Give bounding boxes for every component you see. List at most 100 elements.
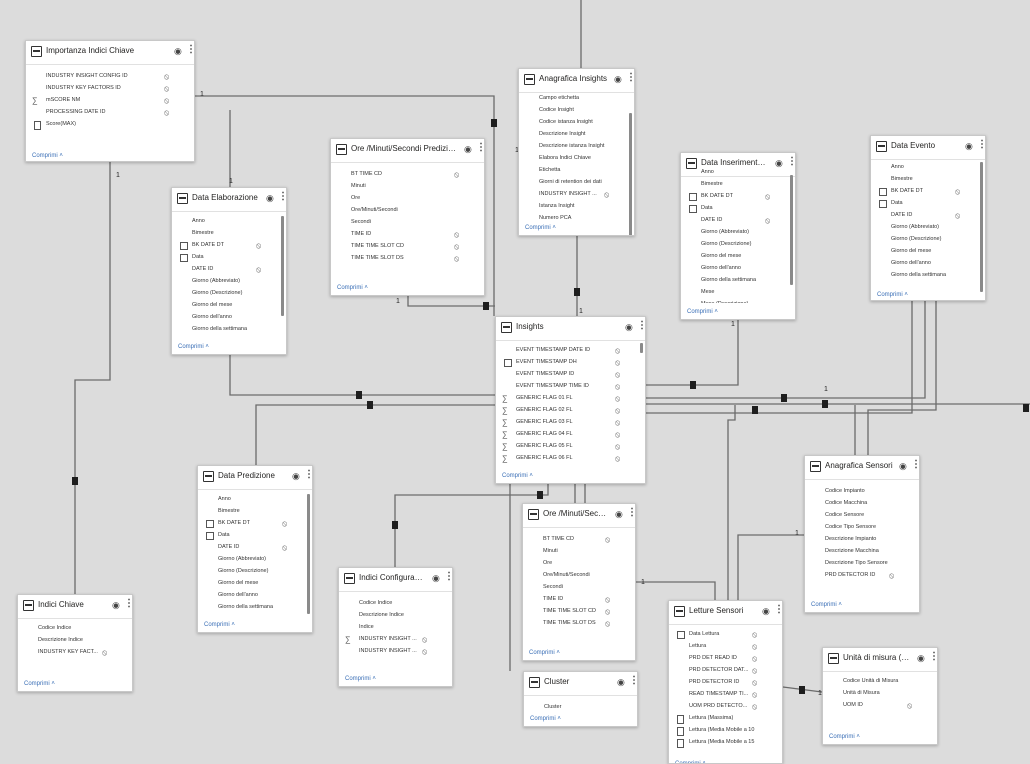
field-row[interactable]: EVENT TIMESTAMP DATE ID⦸ — [496, 345, 638, 357]
field-row[interactable]: ∑mSCORE NM⦸ — [26, 95, 187, 107]
card-header[interactable]: Indici Configurazione...◉⋮ — [339, 568, 452, 592]
field-row[interactable]: ∑GENERIC FLAG 02 FL⦸ — [496, 405, 638, 417]
scrollbar[interactable] — [629, 113, 632, 235]
field-row[interactable]: ∑GENERIC FLAG 05 FL⦸ — [496, 441, 638, 453]
field-row[interactable]: Anno — [172, 216, 279, 228]
eye-hidden-icon[interactable]: ⦸ — [282, 519, 288, 528]
field-row[interactable]: DATE ID⦸ — [681, 215, 788, 227]
eye-hidden-icon[interactable]: ⦸ — [164, 96, 170, 105]
field-row[interactable]: PRD DET READ ID⦸ — [669, 653, 775, 665]
relationship-line[interactable] — [646, 301, 926, 399]
more-options-icon[interactable]: ⋮ — [627, 507, 636, 518]
eye-hidden-icon[interactable]: ⦸ — [752, 678, 758, 687]
collapse-link[interactable]: Comprimi ˄ — [829, 734, 860, 740]
table-card-ore-minuti-secondi-predizione[interactable]: Ore /Minuti/Secondi Predizione◉⋮BT TIME … — [330, 138, 485, 296]
field-row[interactable]: EVENT TIMESTAMP DH⦸ — [496, 357, 638, 369]
field-row[interactable]: PRD DETECTOR DAT...⦸ — [669, 665, 775, 677]
table-card-ore-minuti-secondi[interactable]: Ore /Minuti/Secondi ...◉⋮BT TIME CD⦸Minu… — [522, 503, 636, 661]
eye-icon[interactable]: ◉ — [432, 573, 440, 583]
card-header[interactable]: Importanza Indici Chiave◉⋮ — [26, 41, 194, 65]
field-row[interactable]: Lettura⦸ — [669, 641, 775, 653]
field-row[interactable]: ∑GENERIC FLAG 04 FL⦸ — [496, 429, 638, 441]
field-row[interactable]: Secondi — [523, 582, 628, 594]
field-row[interactable]: Codice Indice — [339, 598, 445, 610]
eye-hidden-icon[interactable]: ⦸ — [955, 211, 961, 220]
field-row[interactable]: Codice Tipo Sensore — [805, 522, 912, 534]
field-row[interactable]: ∑GENERIC FLAG 07 FL⦸ — [496, 465, 638, 467]
scrollbar[interactable] — [281, 216, 284, 316]
collapse-link[interactable]: Comprimi ˄ — [345, 676, 376, 682]
relationship-line[interactable] — [394, 484, 549, 567]
card-header[interactable]: Data Inserimento Eve...◉⋮ — [681, 153, 795, 177]
field-row[interactable]: Giorno (Descrizione) — [871, 234, 978, 246]
field-row[interactable]: Minuti — [331, 181, 477, 193]
eye-hidden-icon[interactable]: ⦸ — [752, 666, 758, 675]
eye-hidden-icon[interactable]: ⦸ — [454, 170, 460, 179]
collapse-link[interactable]: Comprimi ˄ — [811, 602, 842, 608]
field-row[interactable]: Indice — [339, 622, 445, 634]
eye-hidden-icon[interactable]: ⦸ — [752, 690, 758, 699]
collapse-link[interactable]: Comprimi ˄ — [24, 681, 55, 687]
field-row[interactable]: Giorni di retention dei dati — [519, 177, 627, 189]
field-row[interactable]: INDUSTRY INSIGHT ...⦸ — [339, 646, 445, 658]
field-row[interactable]: INDUSTRY KEY FACTORS ID⦸ — [26, 83, 187, 95]
eye-hidden-icon[interactable]: ⦸ — [615, 358, 621, 367]
field-row[interactable]: Ore — [523, 558, 628, 570]
field-row[interactable]: Giorno del mese — [172, 300, 279, 312]
eye-hidden-icon[interactable]: ⦸ — [422, 647, 428, 656]
field-row[interactable]: Giorno della settimana — [172, 324, 279, 336]
eye-hidden-icon[interactable]: ⦸ — [164, 84, 170, 93]
field-row[interactable]: BT TIME CD⦸ — [523, 534, 628, 546]
field-row[interactable]: Descrizione Insight — [519, 129, 627, 141]
field-row[interactable]: Giorno del mese — [198, 578, 305, 590]
eye-hidden-icon[interactable]: ⦸ — [752, 630, 758, 639]
field-row[interactable]: Mese (Descrizione) — [681, 299, 788, 303]
field-row[interactable]: INDUSTRY INSIGHT CONFIG ID⦸ — [26, 71, 187, 83]
field-row[interactable]: Bimestre — [681, 179, 788, 191]
field-row[interactable]: Bimestre — [198, 506, 305, 518]
table-card-data-inserimento-eve[interactable]: Data Inserimento Eve...◉⋮AnnoBimestreBK … — [680, 152, 796, 320]
field-row[interactable]: Data Lettura⦸ — [669, 629, 775, 641]
field-row[interactable]: Mese — [681, 287, 788, 299]
more-options-icon[interactable]: ⋮ — [186, 44, 195, 55]
eye-icon[interactable]: ◉ — [464, 144, 472, 154]
card-header[interactable]: Data Predizione◉⋮ — [198, 466, 312, 490]
collapse-link[interactable]: Comprimi ˄ — [502, 473, 533, 479]
table-card-insights[interactable]: Insights◉⋮EVENT TIMESTAMP DATE ID⦸EVENT … — [495, 316, 646, 484]
field-row[interactable]: EVENT TIMESTAMP TIME ID⦸ — [496, 381, 638, 393]
collapse-link[interactable]: Comprimi ˄ — [337, 285, 368, 291]
collapse-link[interactable]: Comprimi ˄ — [530, 716, 561, 722]
field-row[interactable]: Cluster — [524, 702, 630, 710]
eye-hidden-icon[interactable]: ⦸ — [765, 192, 771, 201]
more-options-icon[interactable]: ⋮ — [626, 72, 635, 83]
field-row[interactable]: Bimestre — [172, 228, 279, 240]
eye-icon[interactable]: ◉ — [614, 74, 622, 84]
field-row[interactable]: Data — [681, 203, 788, 215]
eye-hidden-icon[interactable]: ⦸ — [454, 254, 460, 263]
eye-hidden-icon[interactable]: ⦸ — [256, 241, 262, 250]
eye-icon[interactable]: ◉ — [615, 509, 623, 519]
field-row[interactable]: Descrizione Tipo Sensore — [805, 558, 912, 570]
relationship-line[interactable] — [636, 581, 716, 600]
scrollbar[interactable] — [980, 162, 983, 292]
field-row[interactable]: UOM ID⦸ — [823, 700, 930, 712]
relationship-line[interactable] — [195, 95, 495, 316]
eye-icon[interactable]: ◉ — [112, 600, 120, 610]
field-row[interactable]: Giorno (Descrizione) — [198, 566, 305, 578]
field-row[interactable]: Campo etichetta — [519, 93, 627, 105]
eye-icon[interactable]: ◉ — [965, 141, 973, 151]
field-row[interactable]: TIME ID⦸ — [523, 594, 628, 606]
collapse-link[interactable]: Comprimi ˄ — [687, 309, 718, 315]
card-header[interactable]: Unità di misura (Lettu...◉⋮ — [823, 648, 937, 672]
card-header[interactable]: Anagrafica Insights◉⋮ — [519, 69, 634, 93]
more-options-icon[interactable]: ⋮ — [911, 459, 920, 470]
field-row[interactable]: Data — [172, 252, 279, 264]
field-row[interactable]: Giorno (Descrizione) — [172, 288, 279, 300]
eye-hidden-icon[interactable]: ⦸ — [752, 702, 758, 711]
field-row[interactable]: Data — [198, 530, 305, 542]
field-row[interactable]: Codice istanza Insight — [519, 117, 627, 129]
eye-hidden-icon[interactable]: ⦸ — [615, 466, 620, 467]
field-row[interactable]: ∑GENERIC FLAG 03 FL⦸ — [496, 417, 638, 429]
collapse-link[interactable]: Comprimi ˄ — [525, 225, 556, 231]
